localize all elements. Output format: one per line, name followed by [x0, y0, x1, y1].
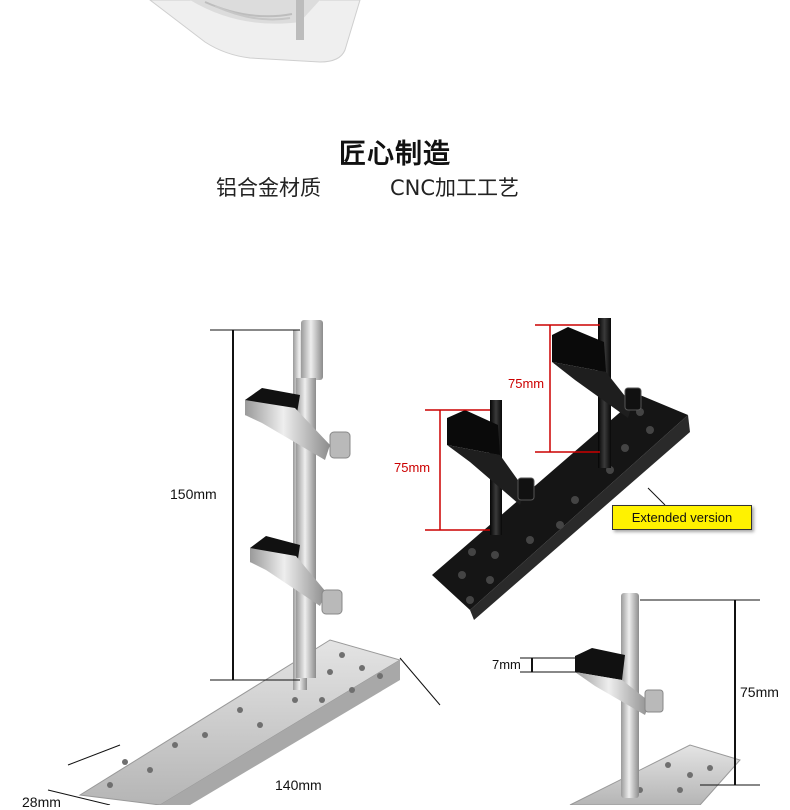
dim-length-label: 140mm	[275, 777, 322, 793]
dim-width-label: 28mm	[22, 794, 61, 810]
feature-cnc: CNC加工工艺	[390, 176, 520, 200]
black-extended-stand	[425, 318, 690, 620]
dim-ext-lower-label: 75mm	[394, 460, 431, 475]
top-product-image	[149, 0, 361, 63]
dim-small-thickness-label: 7mm	[492, 657, 521, 672]
small-silver-stand	[520, 593, 760, 805]
dim-ext-upper-label: 75mm	[508, 376, 545, 391]
dim-height-label: 150mm	[170, 486, 217, 502]
extended-version-badge: Extended version	[612, 505, 752, 530]
feature-material: 铝合金材质	[216, 176, 321, 200]
silver-stand	[47, 320, 441, 805]
dim-small-height-label: 75mm	[740, 684, 779, 700]
section-heading: 匠心制造	[339, 139, 451, 170]
